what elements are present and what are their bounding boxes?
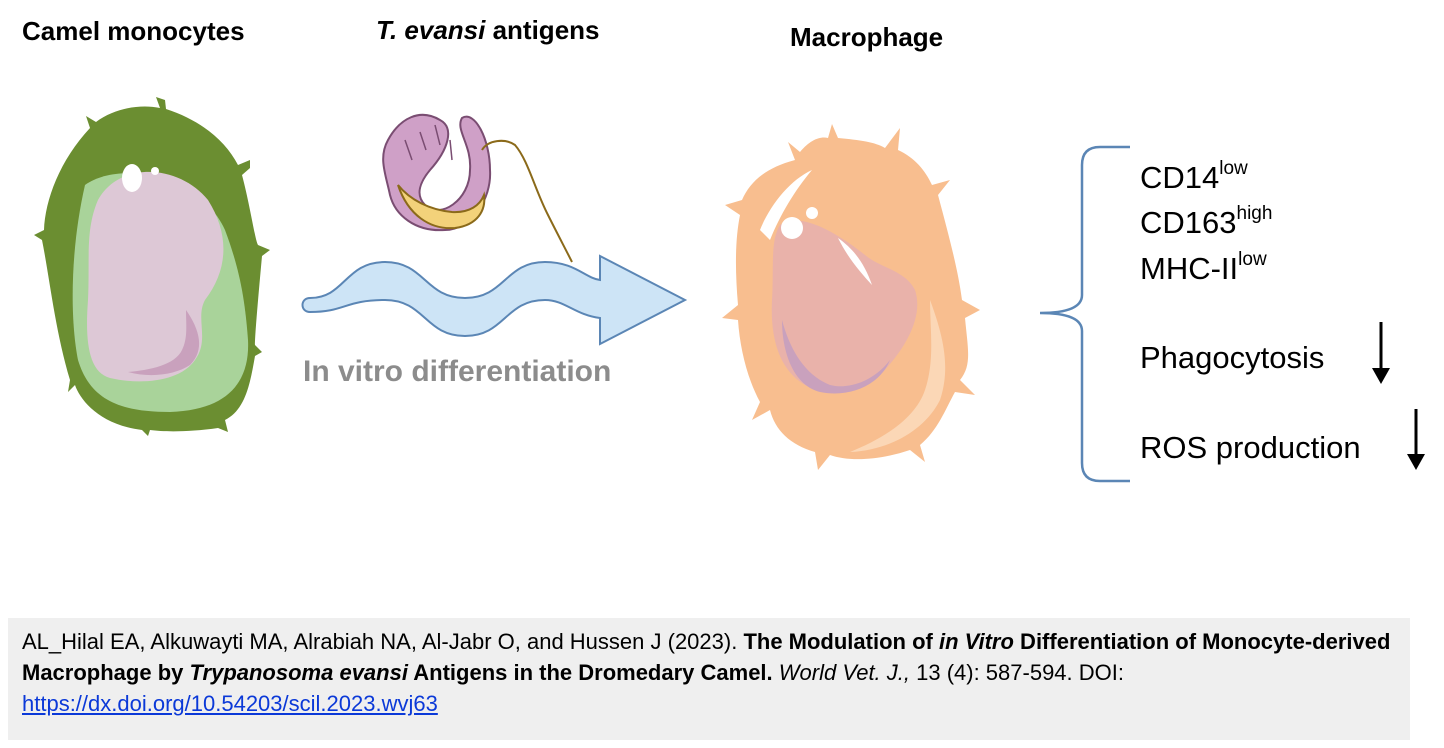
- marker-name: CD163: [1140, 205, 1237, 240]
- diagram-illustration: [34, 97, 1425, 483]
- antigens-species: T. evansi: [376, 15, 486, 45]
- trypanosome-icon: [382, 113, 573, 263]
- marker-mhc-ii: MHC-IIlow: [1140, 249, 1267, 287]
- ros-decrease-arrow-icon: [1407, 409, 1425, 470]
- marker-level: low: [1219, 158, 1248, 179]
- antigens-word: antigens: [485, 15, 600, 45]
- marker-name: CD14: [1140, 160, 1220, 195]
- monocyte-cell-icon: [34, 97, 270, 436]
- marker-cd163: CD163high: [1140, 203, 1273, 241]
- marker-name: MHC-II: [1140, 251, 1239, 286]
- citation-title: The Modulation of in Vitro Differentiati…: [22, 629, 1391, 685]
- function-phagocytosis: Phagocytosis: [1140, 340, 1325, 375]
- function-ros-production: ROS production: [1140, 430, 1361, 465]
- antigens-label: T. evansi antigens: [376, 15, 600, 46]
- marker-level: low: [1238, 249, 1267, 270]
- marker-cd14: CD14low: [1140, 158, 1248, 196]
- monocytes-label: Camel monocytes: [22, 16, 245, 46]
- macrophage-label: Macrophage: [790, 22, 944, 52]
- citation-box: AL_Hilal EA, Alkuwayti MA, Alrabiah NA, …: [8, 618, 1410, 740]
- differentiation-arrow-icon: [301, 254, 688, 346]
- phagocytosis-decrease-arrow-icon: [1372, 322, 1390, 384]
- process-label: In vitro differentiation: [303, 355, 612, 388]
- citation-volume: 13 (4): 587-594. DOI:: [910, 660, 1124, 685]
- citation-authors: AL_Hilal EA, Alkuwayti MA, Alrabiah NA, …: [22, 629, 744, 654]
- citation-doi-link[interactable]: https://dx.doi.org/10.54203/scil.2023.wv…: [22, 691, 438, 716]
- citation-journal: World Vet. J.,: [772, 660, 910, 685]
- phenotype-brace: [1039, 145, 1130, 483]
- macrophage-cell-icon: [722, 124, 980, 470]
- marker-level: high: [1236, 203, 1273, 224]
